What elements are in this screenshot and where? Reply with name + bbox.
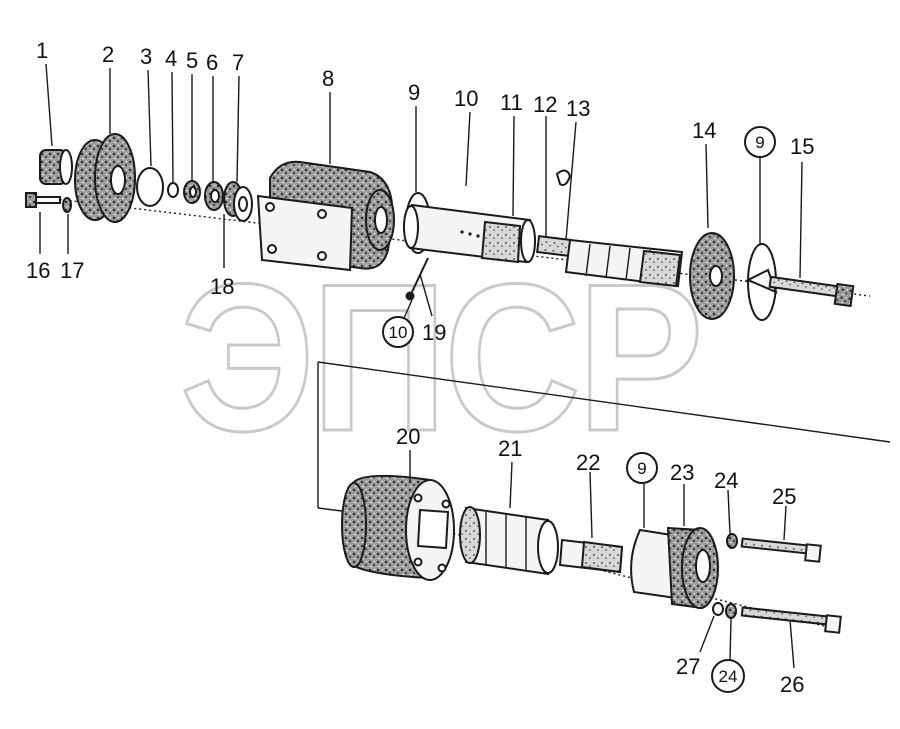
callout-16: 16 bbox=[26, 258, 50, 283]
part-20-stator bbox=[341, 474, 455, 581]
callout-21: 21 bbox=[498, 436, 522, 461]
callout-11: 11 bbox=[500, 90, 523, 115]
circled-callout-9-lower-label: 9 bbox=[637, 459, 646, 478]
part-14-disc bbox=[689, 232, 735, 320]
callout-18: 18 bbox=[210, 274, 234, 299]
part-27-ring bbox=[712, 602, 724, 616]
part-13-clip bbox=[555, 169, 572, 186]
circled-callout-9-upper-label: 9 bbox=[755, 133, 764, 152]
callout-8: 8 bbox=[322, 66, 334, 91]
upper-axis-line bbox=[29, 195, 871, 297]
part-5-seal bbox=[183, 180, 201, 204]
callout-2: 2 bbox=[102, 42, 114, 67]
callout-7: 7 bbox=[232, 50, 244, 75]
part-17-washer bbox=[62, 197, 72, 213]
part-4-ring bbox=[167, 182, 179, 198]
part-1-nut bbox=[39, 149, 73, 185]
part-22-drive-shaft bbox=[558, 538, 624, 574]
callout-3: 3 bbox=[140, 44, 152, 69]
circled-callout-24-label: 24 bbox=[719, 667, 738, 686]
callout-10: 10 bbox=[454, 86, 478, 111]
callout-23: 23 bbox=[670, 460, 694, 485]
callout-15: 15 bbox=[790, 134, 814, 159]
part-3-o-ring bbox=[136, 167, 164, 207]
part-25-bolt bbox=[740, 537, 822, 563]
circled-callout-10-label: 10 bbox=[389, 323, 408, 342]
circled-callout-9-upper: 9 bbox=[744, 126, 776, 158]
callout-14: 14 bbox=[692, 118, 716, 143]
part-21-rotor bbox=[459, 506, 559, 576]
callout-19: 19 bbox=[422, 320, 446, 345]
callout-25: 25 bbox=[772, 484, 796, 509]
circled-callout-24: 24 bbox=[711, 659, 745, 693]
part-2-flange bbox=[74, 133, 136, 223]
part-24-washer bbox=[726, 533, 738, 549]
circled-callout-10: 10 bbox=[382, 316, 414, 348]
part-24-washer-2 bbox=[725, 603, 737, 619]
part-26-bolt bbox=[740, 606, 842, 634]
part-8-housing bbox=[256, 160, 395, 272]
lower-frame-top bbox=[317, 361, 891, 443]
callout-12: 12 bbox=[533, 92, 557, 117]
part-23-end-cover bbox=[666, 526, 719, 610]
callout-24: 24 bbox=[714, 468, 738, 493]
callout-1: 1 bbox=[36, 38, 48, 63]
callout-6: 6 bbox=[206, 50, 218, 75]
callout-13: 13 bbox=[566, 96, 590, 121]
callout-5: 5 bbox=[186, 48, 198, 73]
callout-26: 26 bbox=[780, 672, 804, 697]
part-6-bearing bbox=[204, 181, 224, 211]
callout-27: 27 bbox=[676, 654, 700, 679]
part-12-spline-cage bbox=[564, 238, 684, 288]
callout-4: 4 bbox=[165, 46, 177, 71]
circled-callout-9-lower: 9 bbox=[626, 452, 658, 484]
callout-20: 20 bbox=[396, 424, 420, 449]
part-16-bolt bbox=[25, 192, 61, 208]
callout-17: 17 bbox=[60, 258, 84, 283]
callout-22: 22 bbox=[576, 450, 600, 475]
part-15-long-bolt bbox=[745, 268, 855, 308]
part-11-sleeve bbox=[480, 220, 522, 264]
callout-9: 9 bbox=[408, 80, 420, 105]
part-9-seal-plate bbox=[630, 528, 680, 600]
part-7-bushing bbox=[223, 181, 253, 222]
